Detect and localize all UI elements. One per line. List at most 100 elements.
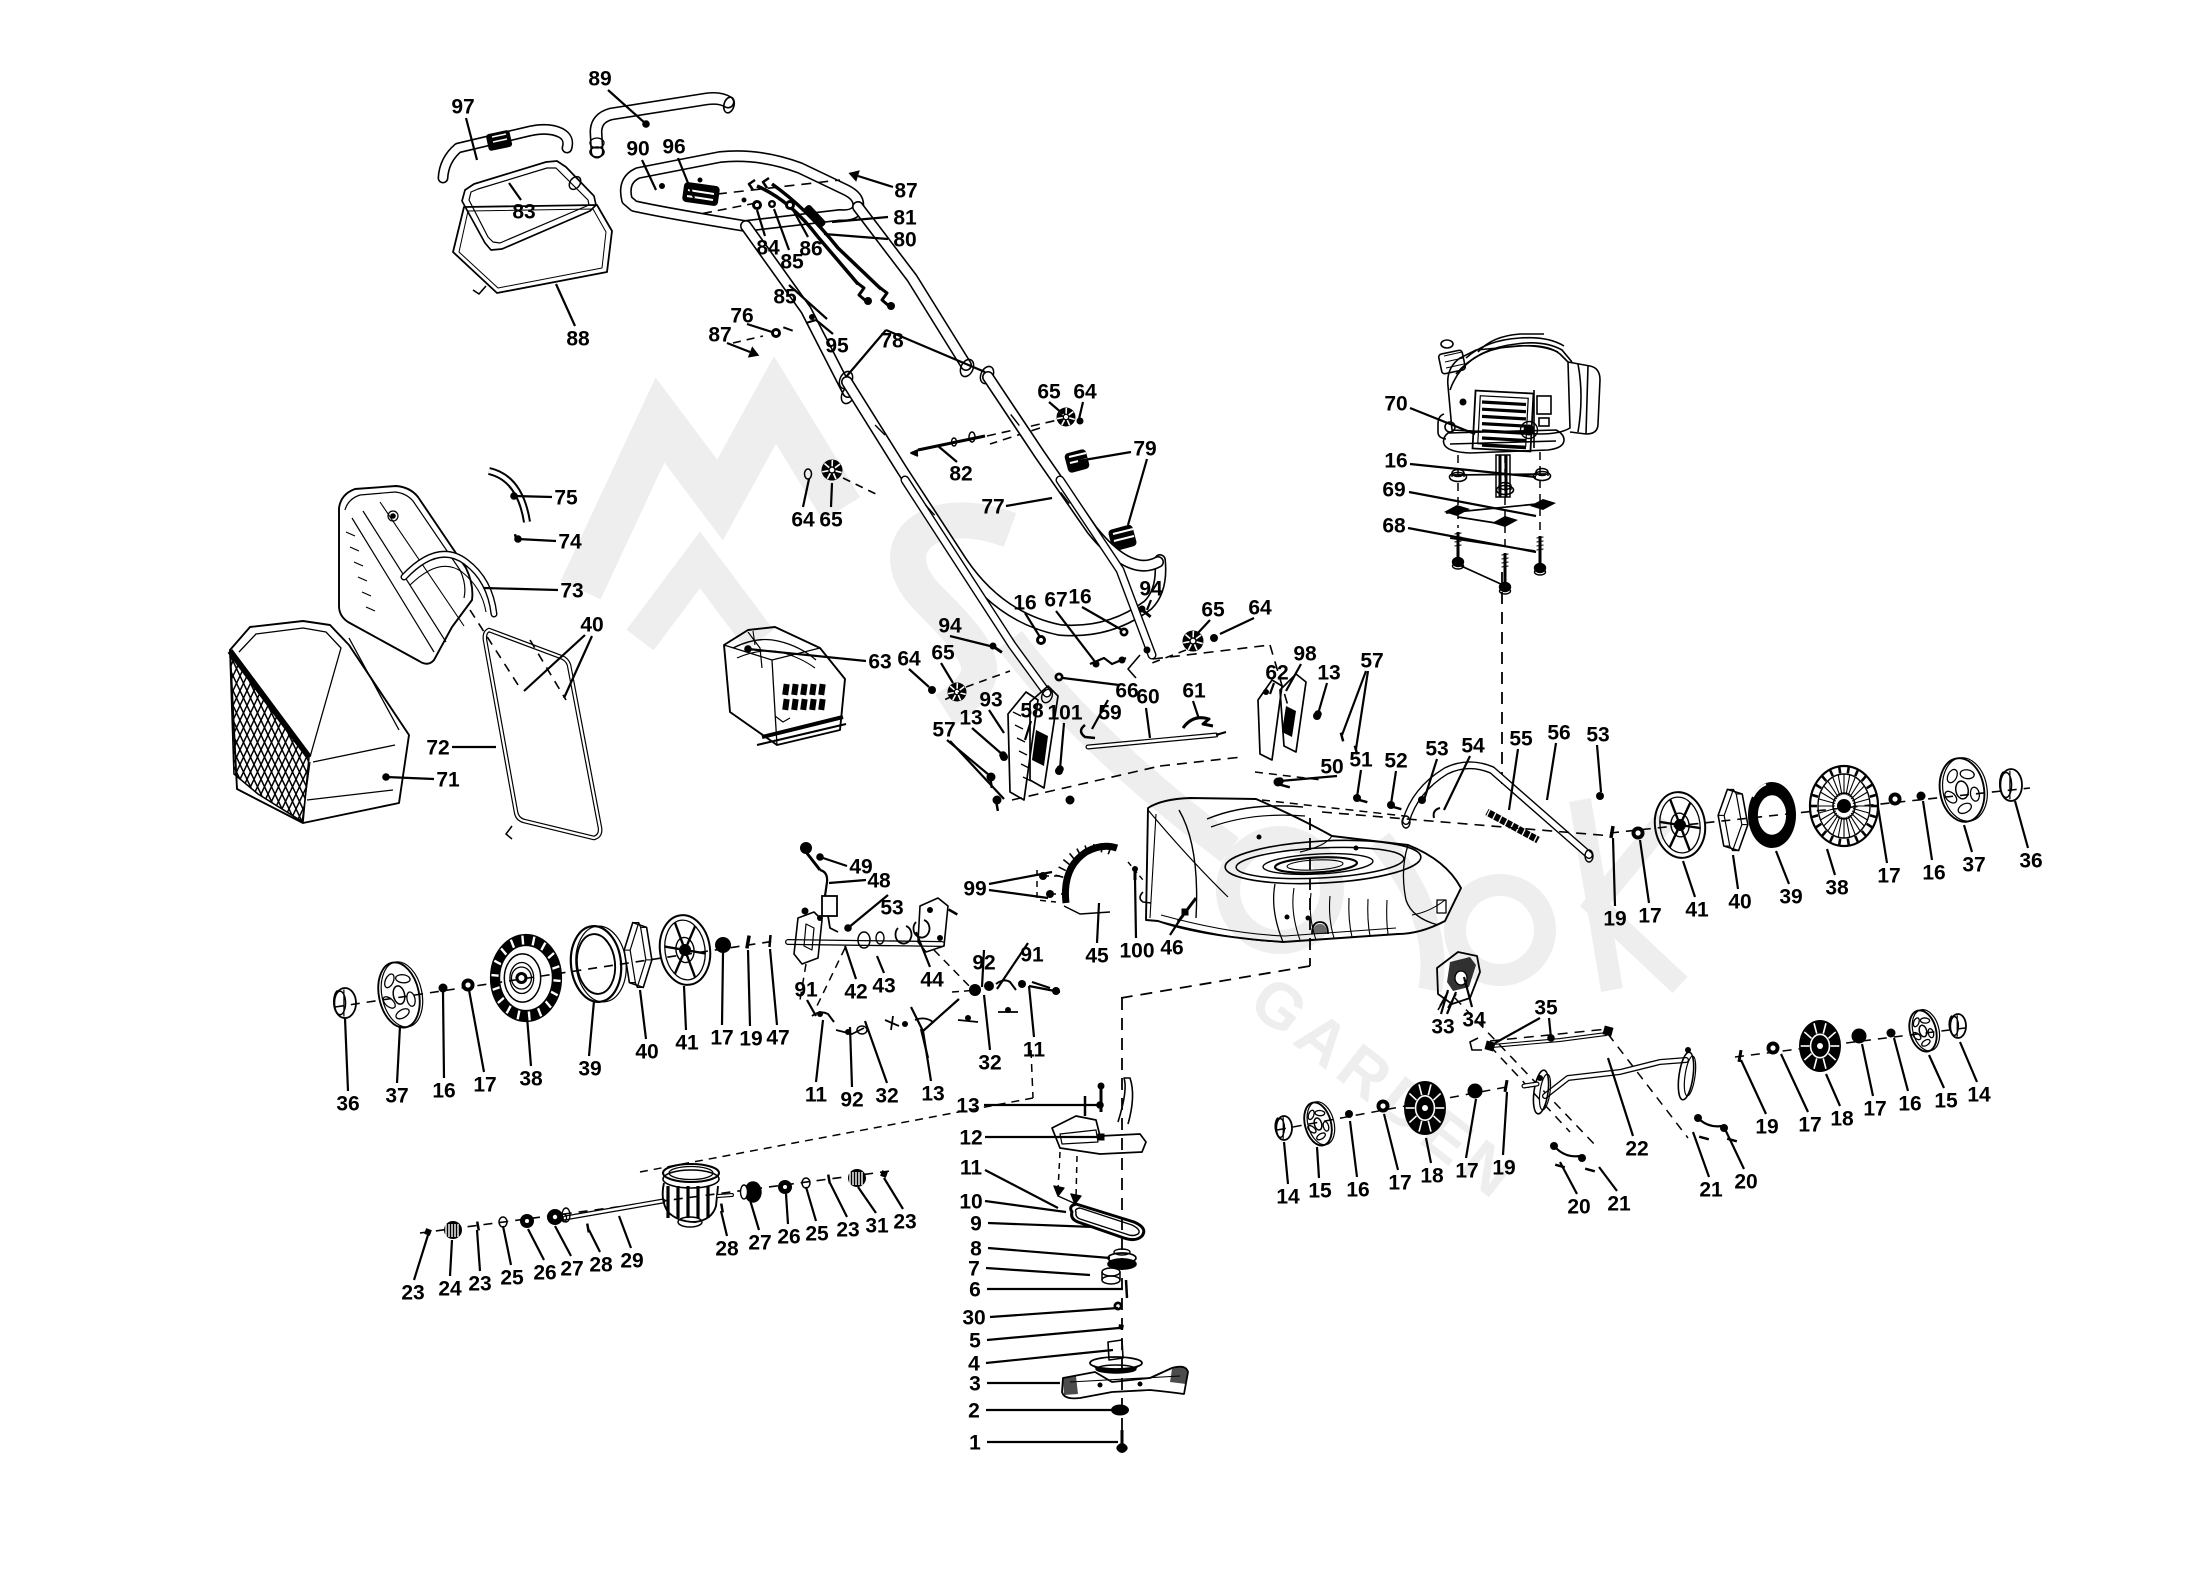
svg-text:88: 88 [566, 327, 590, 350]
svg-text:12: 12 [959, 1126, 982, 1149]
svg-text:54: 54 [1461, 734, 1485, 757]
svg-text:85: 85 [773, 285, 797, 308]
svg-text:15: 15 [1934, 1089, 1958, 1112]
svg-text:8: 8 [970, 1237, 982, 1260]
svg-text:92: 92 [840, 1088, 863, 1111]
svg-text:11: 11 [805, 1083, 828, 1106]
svg-text:11: 11 [1023, 1038, 1046, 1061]
svg-text:44: 44 [920, 968, 944, 991]
svg-text:27: 27 [748, 1231, 771, 1254]
svg-text:17: 17 [1877, 864, 1900, 887]
svg-text:52: 52 [1384, 749, 1407, 772]
svg-text:41: 41 [675, 1031, 699, 1054]
svg-text:90: 90 [626, 137, 649, 160]
svg-text:64: 64 [897, 647, 921, 670]
svg-text:46: 46 [1160, 936, 1183, 959]
svg-text:24: 24 [438, 1277, 462, 1300]
svg-text:36: 36 [336, 1092, 359, 1115]
svg-text:39: 39 [1779, 885, 1802, 908]
svg-text:28: 28 [589, 1253, 613, 1276]
svg-text:17: 17 [1798, 1113, 1821, 1136]
svg-text:23: 23 [893, 1210, 916, 1233]
svg-text:65: 65 [1201, 598, 1225, 621]
svg-text:13: 13 [1317, 661, 1340, 684]
svg-text:65: 65 [819, 508, 843, 531]
svg-text:39: 39 [578, 1057, 601, 1080]
svg-text:89: 89 [588, 67, 611, 90]
svg-text:56: 56 [1547, 721, 1570, 744]
svg-text:94: 94 [938, 614, 962, 637]
svg-text:31: 31 [865, 1214, 889, 1237]
svg-text:72: 72 [426, 736, 449, 759]
svg-text:64: 64 [1248, 596, 1272, 619]
svg-text:47: 47 [766, 1026, 789, 1049]
svg-text:23: 23 [468, 1272, 491, 1295]
svg-text:38: 38 [1825, 876, 1849, 899]
svg-text:38: 38 [519, 1067, 543, 1090]
svg-text:32: 32 [875, 1084, 898, 1107]
svg-text:13: 13 [956, 1094, 979, 1117]
svg-text:23: 23 [401, 1281, 424, 1304]
svg-text:10: 10 [959, 1190, 982, 1213]
svg-text:76: 76 [730, 304, 753, 327]
svg-text:67: 67 [1044, 588, 1067, 611]
svg-text:45: 45 [1085, 944, 1109, 967]
svg-text:55: 55 [1509, 727, 1533, 750]
svg-text:17: 17 [1863, 1097, 1886, 1120]
svg-text:21: 21 [1607, 1192, 1631, 1215]
svg-text:20: 20 [1734, 1170, 1757, 1193]
svg-text:37: 37 [385, 1084, 408, 1107]
svg-text:85: 85 [780, 250, 804, 273]
svg-text:100: 100 [1119, 939, 1154, 962]
svg-text:3: 3 [969, 1372, 981, 1395]
svg-text:19: 19 [739, 1027, 762, 1050]
svg-text:41: 41 [1685, 898, 1709, 921]
svg-text:60: 60 [1136, 685, 1159, 708]
svg-text:11: 11 [960, 1156, 983, 1179]
svg-text:75: 75 [554, 486, 578, 509]
svg-text:42: 42 [844, 980, 867, 1003]
svg-text:18: 18 [1830, 1107, 1854, 1130]
svg-text:83: 83 [512, 200, 535, 223]
svg-text:71: 71 [436, 768, 460, 791]
svg-text:14: 14 [1276, 1185, 1300, 1208]
svg-text:64: 64 [791, 508, 815, 531]
svg-text:35: 35 [1534, 996, 1558, 1019]
svg-text:19: 19 [1492, 1156, 1515, 1179]
svg-text:84: 84 [756, 236, 780, 259]
svg-text:13: 13 [921, 1082, 944, 1105]
svg-text:20: 20 [1567, 1195, 1590, 1218]
svg-text:66: 66 [1115, 679, 1138, 702]
svg-text:16: 16 [1898, 1092, 1921, 1115]
svg-text:16: 16 [432, 1079, 455, 1102]
svg-text:25: 25 [500, 1266, 524, 1289]
svg-text:26: 26 [533, 1261, 556, 1284]
svg-text:48: 48 [867, 869, 891, 892]
svg-text:69: 69 [1382, 478, 1405, 501]
svg-text:63: 63 [868, 650, 891, 673]
svg-text:16: 16 [1384, 449, 1407, 472]
svg-text:19: 19 [1755, 1115, 1778, 1138]
svg-text:62: 62 [1265, 661, 1288, 684]
svg-text:1: 1 [969, 1431, 981, 1454]
svg-text:91: 91 [794, 978, 818, 1001]
svg-text:80: 80 [893, 228, 916, 251]
svg-text:94: 94 [1139, 577, 1163, 600]
svg-text:97: 97 [451, 95, 474, 118]
svg-text:27: 27 [560, 1257, 583, 1280]
svg-text:29: 29 [620, 1249, 643, 1272]
svg-text:87: 87 [708, 323, 731, 346]
svg-text:6: 6 [969, 1278, 981, 1301]
svg-text:93: 93 [979, 688, 1002, 711]
svg-text:53: 53 [1586, 723, 1609, 746]
svg-text:16: 16 [1922, 861, 1945, 884]
svg-text:7: 7 [968, 1257, 980, 1280]
svg-text:36: 36 [2019, 849, 2042, 872]
svg-text:53: 53 [1425, 737, 1448, 760]
svg-text:17: 17 [1455, 1159, 1478, 1182]
svg-text:40: 40 [635, 1040, 658, 1063]
svg-text:22: 22 [1625, 1137, 1648, 1160]
svg-text:40: 40 [580, 613, 603, 636]
svg-text:16: 16 [1013, 591, 1036, 614]
svg-text:86: 86 [799, 237, 822, 260]
